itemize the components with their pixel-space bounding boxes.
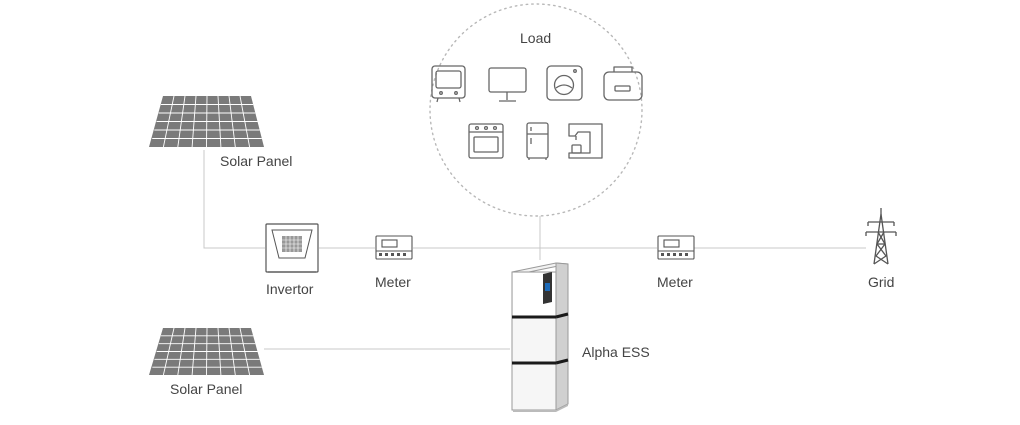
connection-lines <box>203 150 866 350</box>
washing-machine-icon <box>546 65 583 101</box>
tv-icon <box>431 65 466 103</box>
meter-left-label: Meter <box>375 274 411 290</box>
meter-right-label: Meter <box>657 274 693 290</box>
grid-label: Grid <box>868 274 895 290</box>
line-solar-to-inverter <box>203 150 265 249</box>
microwave-icon <box>603 66 643 101</box>
inverter-label: Invertor <box>266 281 314 297</box>
solar-panel-bottom-label: Solar Panel <box>170 381 243 397</box>
fridge-icon <box>526 122 549 160</box>
load-icons <box>431 65 643 160</box>
solar-panel-top-label: Solar Panel <box>220 153 293 169</box>
solar-panel-top-icon <box>149 95 264 148</box>
grid-tower-icon <box>865 208 897 265</box>
alpha-ess-icon <box>511 262 569 412</box>
meter-right-icon <box>657 235 695 260</box>
load-label: Load <box>520 30 552 46</box>
solar-panel-bottom-icon <box>149 327 264 376</box>
monitor-icon <box>488 67 527 102</box>
coffee-machine-icon <box>568 123 603 159</box>
oven-icon <box>468 123 504 159</box>
ess-label: Alpha ESS <box>582 344 650 360</box>
meter-left-icon <box>375 235 413 260</box>
load-group-circle <box>429 3 643 217</box>
inverter-icon <box>265 223 319 273</box>
